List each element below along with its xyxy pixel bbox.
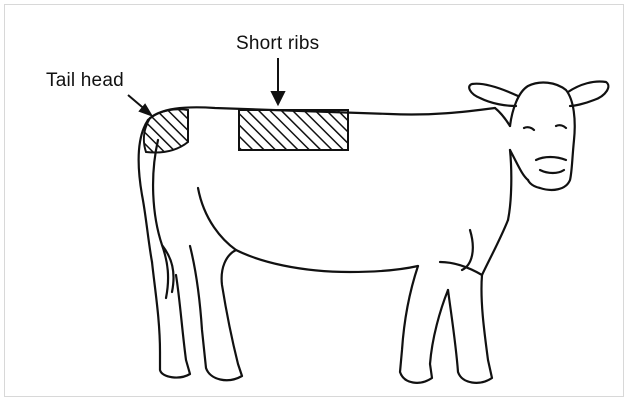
cow-tail bbox=[153, 140, 173, 298]
cow-hind-leg-back bbox=[152, 262, 190, 377]
cow-eye-right bbox=[556, 125, 566, 128]
cow-muzzle bbox=[536, 157, 566, 173]
cow-head bbox=[510, 83, 575, 190]
cow-front-leg-front bbox=[448, 220, 508, 383]
tail-head-label: Tail head bbox=[46, 70, 124, 92]
short-ribs-label: Short ribs bbox=[236, 33, 319, 55]
cow-ear-right bbox=[568, 81, 608, 106]
cow-flank bbox=[198, 188, 236, 250]
short-ribs-region bbox=[239, 110, 348, 150]
cow-hind-leg-front bbox=[190, 246, 242, 380]
cow-shoulder bbox=[462, 230, 473, 270]
cow-ear-left bbox=[469, 84, 518, 106]
cow-eye-left bbox=[524, 127, 534, 130]
cow-belly bbox=[236, 250, 418, 272]
cow-chest bbox=[440, 150, 511, 275]
cow-front-leg-back bbox=[400, 266, 448, 383]
